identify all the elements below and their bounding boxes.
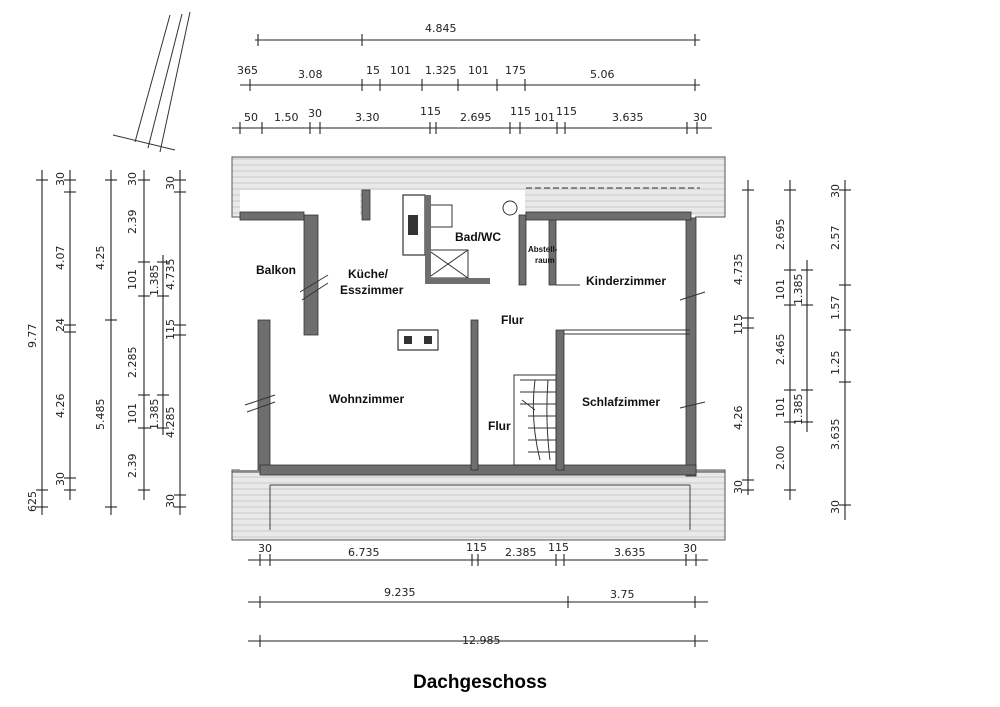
dim-label: 101	[774, 279, 787, 300]
dim-label: 4.07	[54, 246, 67, 271]
dim-label: 1.50	[274, 111, 299, 124]
dim-label: 30	[258, 542, 272, 555]
dim-label: 24	[54, 318, 67, 332]
dim-label: 3.30	[355, 111, 380, 124]
dim-label: 1.57	[829, 296, 842, 321]
dim-label: 115	[548, 541, 569, 554]
dim-overall-bottom: 12.985	[462, 634, 501, 647]
dim-label: 30	[683, 542, 697, 555]
room-balkon: Balkon	[256, 263, 296, 277]
dim-label: 15	[366, 64, 380, 77]
dimensions-bottom	[248, 554, 708, 647]
dim-label: 3.635	[614, 546, 646, 559]
dim-label: 1.325	[425, 64, 457, 77]
dim-label: 4.26	[732, 406, 745, 431]
dim-label: 101	[468, 64, 489, 77]
dim-label: 2.00	[774, 446, 787, 471]
dim-label: 2.39	[126, 454, 139, 479]
dim-label: 30	[693, 111, 707, 124]
dim-label: 2.385	[505, 546, 537, 559]
dim-label: 4.735	[732, 254, 745, 286]
dimension-labels-left: 9.77 625 30 4.07 24 4.26 30 4.25 5.485 3…	[26, 172, 177, 512]
dim-label: 30	[54, 172, 67, 186]
dim-label: 1.385	[792, 394, 805, 426]
dimensions-left	[36, 170, 186, 515]
dimension-labels-top: 4.845 365 3.08 15 101 1.325 101 175 5.06…	[237, 22, 707, 124]
room-flur-upper: Flur	[501, 313, 524, 327]
dim-label: 1.385	[148, 399, 161, 431]
dim-label: 2.465	[774, 334, 787, 366]
page-title: Dachgeschoss	[413, 672, 547, 693]
dim-label: 5.06	[590, 68, 615, 81]
room-labels: Balkon Küche/ Esszimmer Bad/WC Abstell- …	[256, 230, 666, 433]
dim-label: 115	[556, 105, 577, 118]
dim-label: 9.235	[384, 586, 416, 599]
dim-label: 3.635	[612, 111, 644, 124]
dimensions-top	[232, 34, 712, 134]
dim-label: 9.77	[26, 324, 39, 349]
dim-label: 2.39	[126, 210, 139, 235]
room-kinder: Kinderzimmer	[586, 274, 666, 288]
dim-label: 30	[54, 472, 67, 486]
dim-label: 4.25	[94, 246, 107, 271]
room-abstell-line1: Abstell-	[528, 245, 558, 254]
dim-label: 3.635	[829, 419, 842, 451]
dim-label: 4.285	[164, 407, 177, 439]
dim-label: 2.57	[829, 226, 842, 251]
dim-label: 30	[829, 500, 842, 514]
room-kueche-line2: Esszimmer	[340, 283, 404, 297]
dim-label: 101	[126, 269, 139, 290]
dim-label: 30	[164, 176, 177, 190]
dim-label: 1.385	[148, 265, 161, 297]
dim-label: 101	[534, 111, 555, 124]
roof-sketch	[112, 11, 191, 153]
dim-label: 4.26	[54, 394, 67, 419]
room-flur-lower: Flur	[488, 419, 511, 433]
dim-label: 115	[420, 105, 441, 118]
dim-overall-top: 4.845	[425, 22, 457, 35]
dim-label: 175	[505, 64, 526, 77]
dim-label: 365	[237, 64, 258, 77]
dim-label: 4.735	[164, 259, 177, 291]
room-wohn: Wohnzimmer	[329, 392, 404, 406]
dim-label: 50	[244, 111, 258, 124]
room-kueche-line1: Küche/	[348, 267, 389, 281]
room-bad: Bad/WC	[455, 230, 501, 244]
dim-label: 30	[308, 107, 322, 120]
dim-label: 2.695	[774, 219, 787, 251]
dim-label: 101	[390, 64, 411, 77]
dim-label: 1.385	[792, 274, 805, 306]
dim-label: 30	[126, 172, 139, 186]
dim-label: 115	[466, 541, 487, 554]
dim-label: 6.735	[348, 546, 380, 559]
dim-label: 5.485	[94, 399, 107, 431]
room-abstell-line2: raum	[535, 256, 555, 265]
dim-label: 101	[126, 403, 139, 424]
dim-label: 3.75	[610, 588, 635, 601]
dim-label: 625	[26, 491, 39, 512]
dim-label: 30	[164, 494, 177, 508]
staircase	[513, 374, 557, 466]
dim-label: 2.285	[126, 347, 139, 379]
dim-label: 115	[164, 319, 177, 340]
dim-label: 30	[732, 480, 745, 494]
dim-label: 2.695	[460, 111, 492, 124]
dim-label: 101	[774, 397, 787, 418]
dimension-labels-right: 4.735 115 4.26 30 2.695 101 2.465 101 2.…	[732, 184, 842, 514]
building	[231, 156, 726, 541]
dim-label: 115	[510, 105, 531, 118]
dimension-labels-bottom: 30 6.735 115 2.385 115 3.635 30 9.235 3.…	[258, 541, 697, 647]
dimensions-right	[742, 180, 851, 520]
dim-label: 30	[829, 184, 842, 198]
dim-label: 1.25	[829, 351, 842, 376]
dim-label: 3.08	[298, 68, 323, 81]
dim-label: 115	[732, 314, 745, 335]
room-schlaf: Schlafzimmer	[582, 395, 660, 409]
